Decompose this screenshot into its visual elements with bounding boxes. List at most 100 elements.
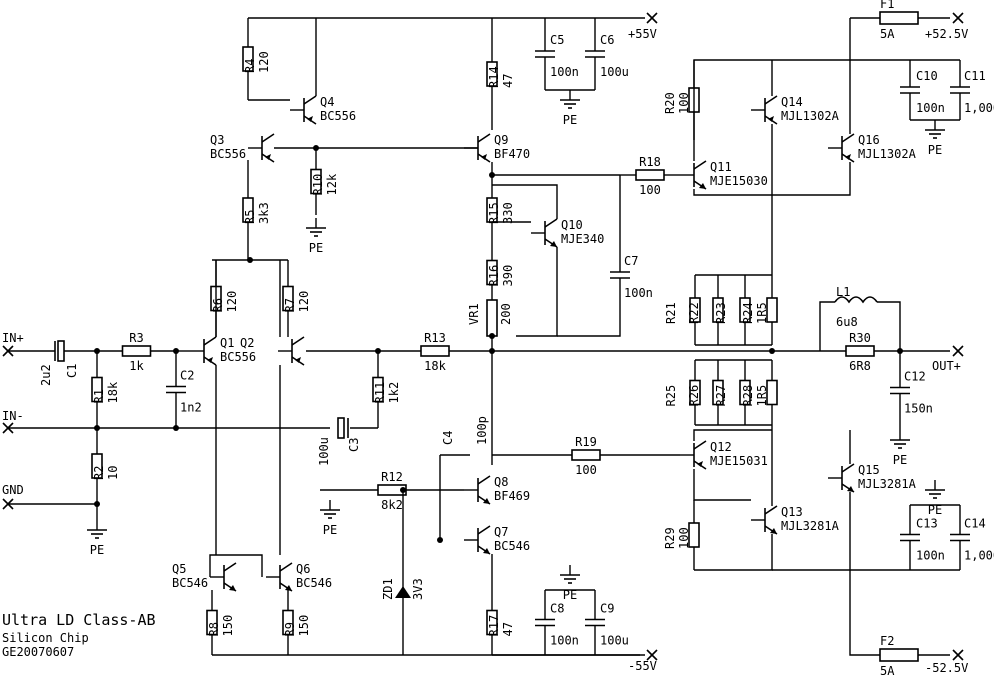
ref-q4: Q4 xyxy=(320,95,334,109)
resistor-r20 xyxy=(688,87,700,113)
junction-dot xyxy=(437,537,443,543)
collector-lead xyxy=(841,133,855,143)
value-r12: 8k2 xyxy=(381,498,403,512)
ref-r23: R23 xyxy=(714,302,728,324)
wire xyxy=(693,189,772,196)
ref-q3: Q3 xyxy=(210,133,224,147)
wire xyxy=(819,301,835,351)
ref-r18: R18 xyxy=(639,155,661,169)
resistor-r17 xyxy=(486,609,498,636)
rail-neg55: -55V xyxy=(628,659,657,673)
ref-c5: C5 xyxy=(550,33,564,47)
collector-lead xyxy=(693,440,707,450)
collector-lead xyxy=(693,160,707,170)
resistor-r22 xyxy=(712,297,724,323)
resistor-r21 xyxy=(689,297,701,323)
value-r20: 100 xyxy=(677,92,691,114)
ref-r24: R24 xyxy=(741,302,755,324)
model-q12: MJE15031 xyxy=(710,454,768,468)
ref-c4: C4 xyxy=(441,431,455,445)
wire xyxy=(694,534,773,571)
ground-label: PE xyxy=(563,113,577,127)
ref-r22: R22 xyxy=(687,302,701,324)
ref-r2: R2 xyxy=(92,466,106,480)
components xyxy=(2,11,970,662)
ref-r8: R8 xyxy=(207,622,221,636)
model-q13: MJL3281A xyxy=(781,519,840,533)
value-f2: 5A xyxy=(880,664,895,677)
ref-r6: R6 xyxy=(211,298,225,312)
value-r8: 150 xyxy=(221,615,235,637)
model-q15: MJL3281A xyxy=(858,477,917,491)
ref-r17: R17 xyxy=(487,615,501,637)
model-q9: BF470 xyxy=(494,147,530,161)
value-r2: 10 xyxy=(106,466,120,480)
value-r28: 1R5 xyxy=(755,385,769,407)
pnp-arrow xyxy=(295,357,301,363)
resistor-r8 xyxy=(206,609,218,636)
model-q16: MJL1302A xyxy=(858,147,917,161)
npn-arrow xyxy=(285,585,292,591)
ground-label: PE xyxy=(563,588,577,602)
ref-r13: R13 xyxy=(424,331,446,345)
wire xyxy=(557,300,621,337)
ground-label: PE xyxy=(928,143,942,157)
resistor-r13 xyxy=(420,345,450,357)
ref-r11: R11 xyxy=(373,382,387,404)
value-r14: 47 xyxy=(501,74,515,88)
ref-c13: C13 xyxy=(916,517,938,531)
ref-r15: R15 xyxy=(487,202,501,224)
value-c6: 100u xyxy=(600,65,629,79)
ref-f1: F1 xyxy=(880,0,894,11)
ref-r9: R9 xyxy=(283,622,297,636)
zener-zd1 xyxy=(395,586,411,598)
wire xyxy=(849,570,880,656)
ref-q16: Q16 xyxy=(858,133,880,147)
ref-r5: R5 xyxy=(243,210,257,224)
model-q11: MJE15030 xyxy=(710,174,768,188)
wire xyxy=(209,554,263,577)
terminal-cross xyxy=(2,498,14,510)
ref-r10: R10 xyxy=(311,174,325,196)
model-q5: BC546 xyxy=(172,576,208,590)
resistor-r14 xyxy=(486,61,498,87)
ref-q10: Q10 xyxy=(561,218,583,232)
resistor-r11 xyxy=(372,376,384,403)
value-r16: 390 xyxy=(501,265,515,287)
ground-label: PE xyxy=(928,503,942,517)
ref-zd1: ZD1 xyxy=(381,578,395,600)
collector-lead xyxy=(841,463,855,473)
wire xyxy=(877,301,901,351)
trimpot-vr1 xyxy=(486,299,498,337)
resistor-r26 xyxy=(712,379,724,406)
collector-lead xyxy=(279,562,293,572)
ref-q2: Q2 xyxy=(240,336,254,350)
value-r3: 1k xyxy=(129,359,144,373)
ref-q9: Q9 xyxy=(494,133,508,147)
ref-l1: L1 xyxy=(836,285,850,299)
ground-label: PE xyxy=(90,543,104,557)
ref-c2: C2 xyxy=(180,369,194,383)
value-c8: 100n xyxy=(550,634,579,648)
value-r24: 1R5 xyxy=(755,302,769,324)
resistor-r5 xyxy=(242,197,254,223)
ref-c14: C14 xyxy=(964,517,986,531)
resistor-r4 xyxy=(242,46,254,72)
wire xyxy=(492,184,558,219)
ref-q5: Q5 xyxy=(172,562,186,576)
ref-c6: C6 xyxy=(600,33,614,47)
npn-arrow xyxy=(483,548,490,554)
ref-q6: Q6 xyxy=(296,562,310,576)
terminal-cross xyxy=(2,422,14,434)
pnp-arrow xyxy=(697,461,703,467)
ref-r30: R30 xyxy=(849,331,871,345)
terminal-cross xyxy=(952,12,964,24)
value-c2: 1n2 xyxy=(180,401,202,415)
pnp-arrow xyxy=(307,116,313,122)
resistor-r6 xyxy=(210,285,222,312)
resistor-r23 xyxy=(739,297,751,323)
value-r29: 100 xyxy=(677,527,691,549)
npn-arrow xyxy=(770,528,777,534)
rail-pos55: +55V xyxy=(628,27,657,41)
